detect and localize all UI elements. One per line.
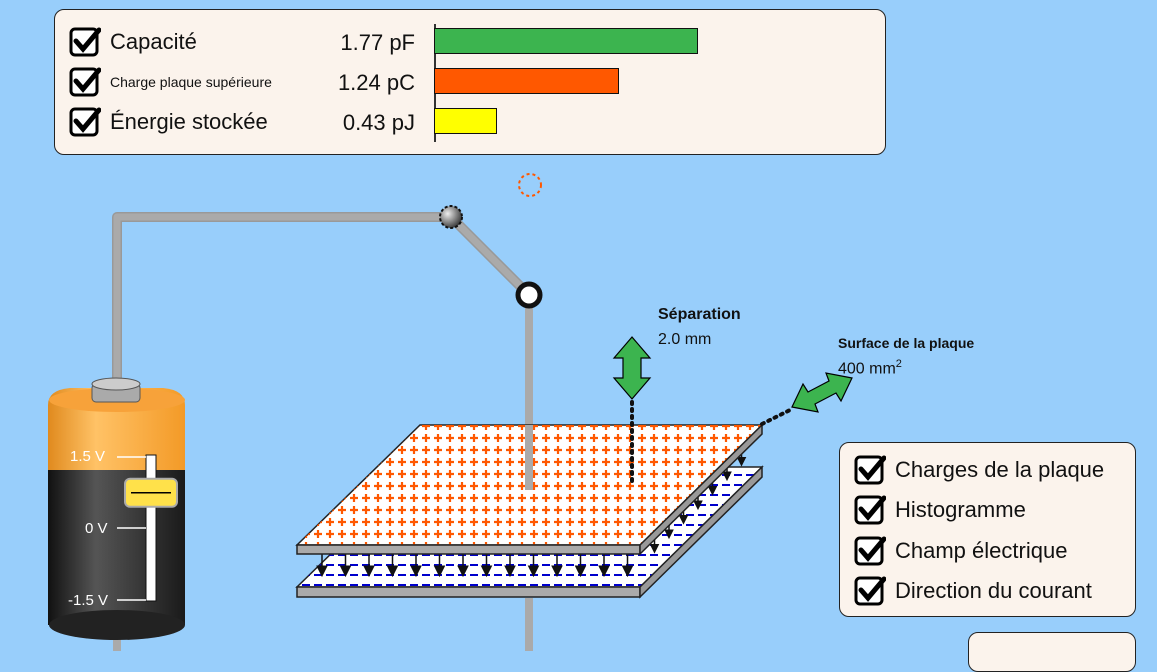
energy-label: Énergie stockée bbox=[110, 109, 268, 134]
meter-row-capacitance: Capacité bbox=[69, 26, 197, 58]
option-plate-charges[interactable]: Charges de la plaque bbox=[854, 454, 1104, 486]
circuit-scene bbox=[48, 173, 853, 651]
checkbox-checked-icon[interactable] bbox=[69, 106, 101, 138]
separation-label: Séparation bbox=[658, 306, 741, 323]
battery-tick-min: -1.5 V bbox=[68, 592, 109, 609]
option-histogram[interactable]: Histogramme bbox=[854, 494, 1026, 526]
option-electric-field[interactable]: Champ électrique bbox=[854, 535, 1067, 567]
option-label: Direction du courant bbox=[895, 578, 1092, 603]
plate-area-value: 400 mm2 bbox=[838, 358, 902, 378]
option-label: Histogramme bbox=[895, 497, 1026, 522]
plate-area-handle bbox=[791, 372, 853, 413]
plate-area-label: Surface de la plaque bbox=[838, 335, 975, 351]
switch-contact bbox=[515, 281, 543, 309]
secondary-panel bbox=[968, 632, 1136, 672]
meter-row-energy: Énergie stockée bbox=[69, 106, 268, 138]
capacitance-value: 1.77 pF bbox=[340, 30, 415, 55]
battery-tick-max: 1.5 V bbox=[70, 448, 106, 465]
checkbox-checked-icon[interactable] bbox=[854, 454, 886, 486]
charge-label: Charge plaque supérieure bbox=[110, 74, 272, 90]
checkbox-checked-icon[interactable] bbox=[854, 535, 886, 567]
option-current-direction[interactable]: Direction du courant bbox=[854, 575, 1092, 607]
option-label: Champ électrique bbox=[895, 538, 1068, 563]
separation-handle bbox=[612, 336, 652, 400]
switch-hinge bbox=[439, 205, 463, 229]
wire-top bbox=[112, 212, 533, 390]
energy-value: 0.43 pJ bbox=[342, 110, 415, 135]
checkbox-checked-icon[interactable] bbox=[854, 494, 886, 526]
energy-bar bbox=[434, 108, 497, 134]
meter-row-charge: Charge plaque supérieure bbox=[69, 66, 272, 98]
meter-panel: Capacité 1.77 pF Charge plaque supérieur… bbox=[54, 9, 886, 155]
charge-value: 1.24 pC bbox=[337, 70, 415, 95]
view-options-panel: Charges de la plaque Histogramme Champ é… bbox=[839, 442, 1136, 617]
capacitance-label: Capacité bbox=[110, 29, 197, 54]
switch-target-circle bbox=[518, 173, 542, 197]
checkbox-checked-icon[interactable] bbox=[69, 26, 101, 58]
voltage-slider-track bbox=[145, 454, 157, 602]
checkbox-checked-icon[interactable] bbox=[854, 575, 886, 607]
checkbox-checked-icon[interactable] bbox=[69, 66, 101, 98]
voltage-slider-thumb bbox=[124, 477, 178, 508]
capacitance-bar bbox=[434, 28, 698, 54]
battery-tick-zero: 0 V bbox=[85, 520, 108, 537]
charge-bar bbox=[434, 68, 619, 94]
separation-value: 2.0 mm bbox=[658, 331, 712, 348]
option-label: Charges de la plaque bbox=[895, 457, 1105, 482]
